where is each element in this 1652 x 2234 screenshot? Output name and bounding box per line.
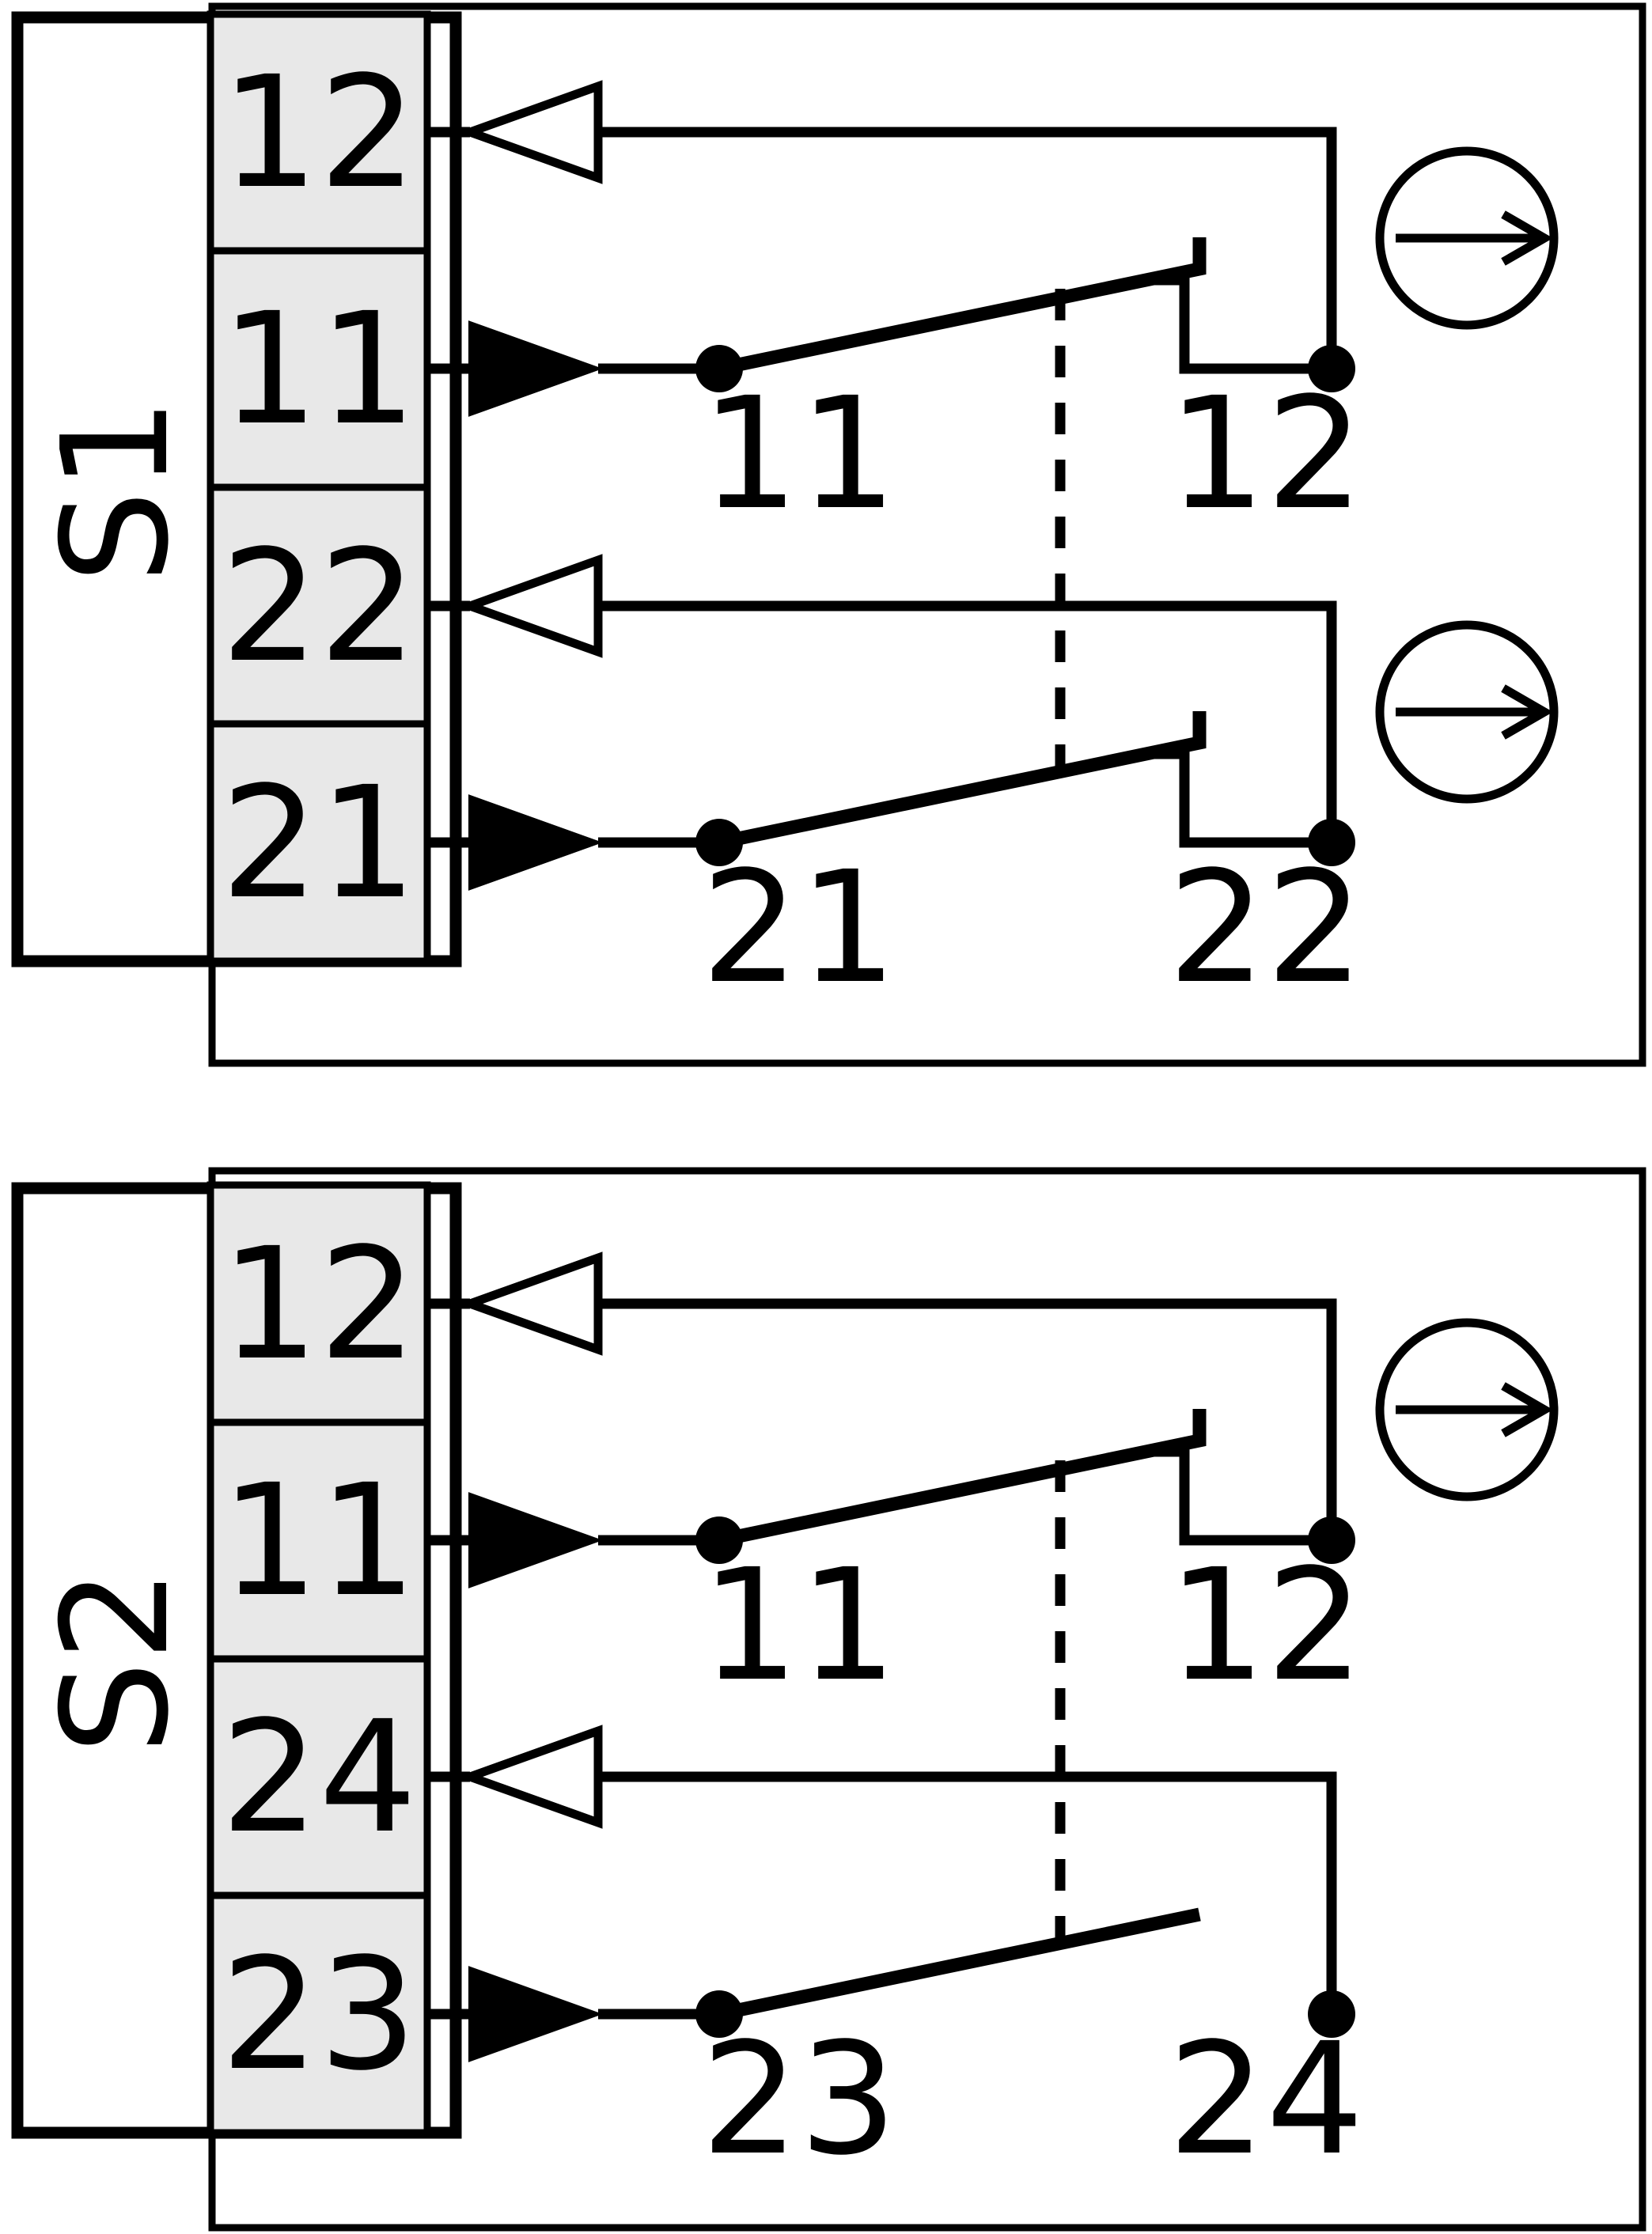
terminal-number: 12: [221, 1214, 417, 1394]
return-wire: [598, 1298, 1337, 1540]
arrow-right-filled-icon: [468, 1966, 603, 2062]
terminal-number: 11: [221, 279, 417, 459]
contact-terminal-label: 23: [701, 2009, 897, 2189]
switch-label: S1: [30, 397, 201, 583]
positive-opening-hook: [1146, 275, 1332, 374]
contact-nc-11-12: 11 12: [427, 80, 1559, 543]
contact-dot: [1308, 1516, 1355, 1564]
actuation-direction-icon: [1375, 146, 1559, 330]
contact-dot: [1308, 345, 1355, 392]
actuation-circle: [1375, 146, 1559, 330]
switch-diagram-s2: S2 12 11 24 23 11 12: [11, 1167, 1646, 2232]
terminal-number: 22: [221, 517, 417, 696]
contact-dot: [1308, 819, 1355, 866]
switch-diagram-s1: S1 12 11 22 21 11 12: [11, 2, 1646, 1067]
arrow-left-open-icon: [457, 1725, 603, 1829]
terminal-cell: [206, 1655, 431, 1899]
positive-opening-hook: [1146, 1446, 1332, 1546]
arrow-left-open-icon: [457, 80, 603, 184]
terminal-cell: [206, 1181, 431, 1426]
contact-terminal-label: 22: [1168, 838, 1364, 1017]
terminal-number: 24: [221, 1687, 417, 1867]
terminal-cell: [206, 720, 431, 965]
arrow-right-filled-icon: [468, 1492, 603, 1588]
return-wire: [598, 127, 1337, 369]
contact-terminal-label: 24: [1168, 2009, 1364, 2189]
contact-terminal-label: 21: [701, 838, 897, 1017]
contact-terminal-label: 12: [1168, 364, 1364, 543]
return-wire: [598, 600, 1337, 842]
actuation-circle: [1375, 1318, 1559, 1501]
arrow-left-open-icon: [457, 1251, 603, 1356]
actuation-direction-icon: [1375, 1318, 1559, 1501]
terminal-number: 23: [221, 1925, 417, 2104]
terminal-number: 11: [221, 1451, 417, 1630]
actuation-arrow-head: [1501, 1382, 1554, 1437]
switch-blade: [718, 1907, 1201, 2021]
terminal-cell: [206, 483, 431, 728]
contact-terminal-label: 11: [701, 364, 897, 543]
actuation-circle: [1375, 620, 1559, 804]
contact-no-23-24: 23 24: [427, 1725, 1364, 2189]
switch-label: S2: [30, 1568, 201, 1754]
contact-terminal-label: 12: [1168, 1535, 1364, 1715]
terminal-cell: [206, 1418, 431, 1663]
arrow-right-filled-icon: [468, 320, 603, 417]
actuation-direction-icon: [1375, 620, 1559, 804]
arrow-right-filled-icon: [468, 794, 603, 891]
terminal-number: 12: [221, 43, 417, 222]
return-wire: [598, 1771, 1337, 2014]
arrow-left-open-icon: [457, 554, 603, 658]
switch-blade: [718, 711, 1207, 850]
contact-nc-21-22: 21 22: [427, 554, 1559, 1017]
contact-terminal-label: 11: [701, 1535, 897, 1715]
actuation-arrow-head: [1501, 684, 1554, 740]
contact-dot: [1308, 1990, 1355, 2038]
actuation-arrow-head: [1501, 210, 1554, 266]
terminal-number: 21: [221, 753, 417, 933]
switch-blade: [718, 1409, 1207, 1547]
contact-nc-11-12: 11 12: [427, 1251, 1559, 1715]
positive-opening-hook: [1146, 748, 1332, 848]
terminal-cell: [206, 1891, 431, 2137]
switch-blade: [718, 237, 1207, 376]
